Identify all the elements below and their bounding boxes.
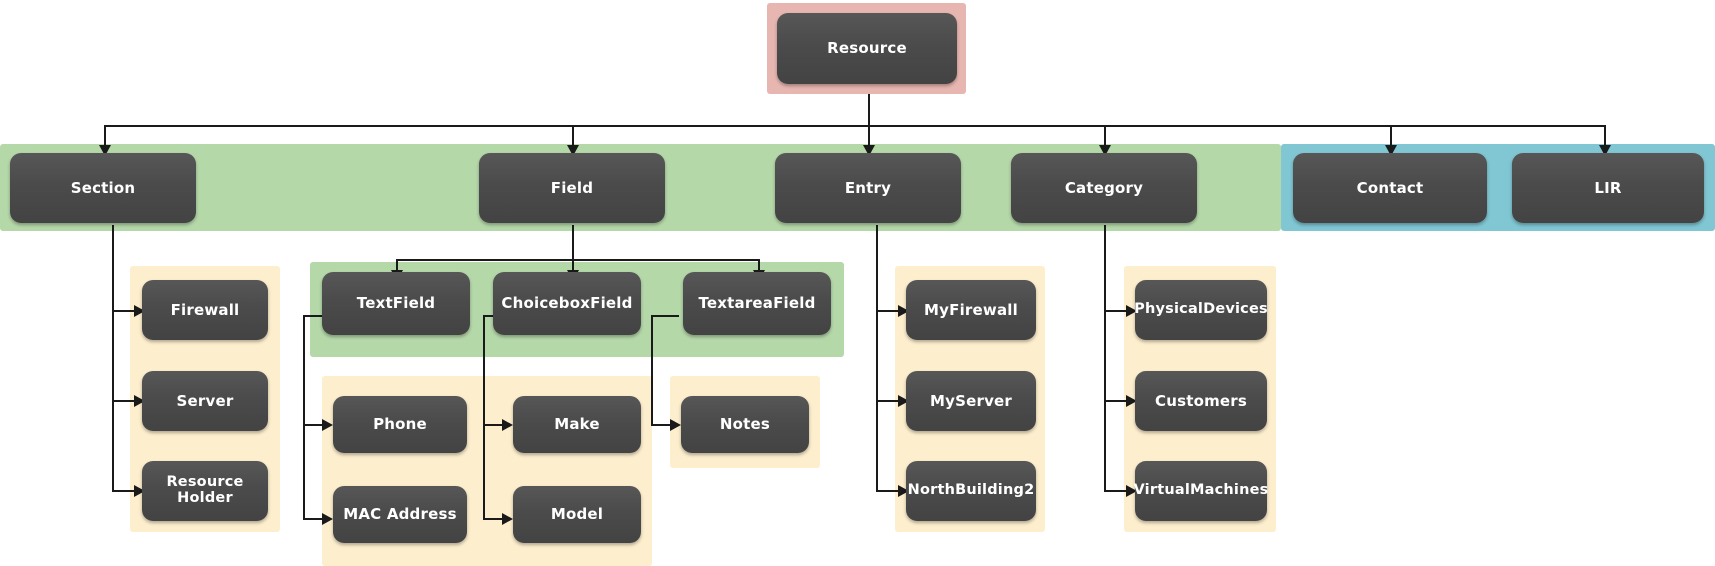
edge-section-to-firewall	[112, 310, 141, 312]
node-model[interactable]: Model	[513, 486, 641, 543]
edge-section-stem	[112, 225, 114, 491]
node-category[interactable]: Category	[1011, 153, 1197, 223]
arrowhead-contact	[1385, 145, 1397, 156]
node-resource[interactable]: Resource	[777, 13, 957, 84]
arrowhead-lir	[1599, 145, 1611, 156]
arrowhead-virtualmachines	[1126, 485, 1137, 497]
edge-field-stem	[572, 225, 574, 261]
edge-category-to-virtualmachines	[1104, 490, 1133, 492]
arrowhead-entry	[863, 145, 875, 156]
arrowhead-customers	[1126, 395, 1137, 407]
node-entry[interactable]: Entry	[775, 153, 961, 223]
node-firewall[interactable]: Firewall	[142, 280, 268, 340]
edge-to-textareafield	[758, 259, 760, 274]
edge-entry-stem	[876, 225, 878, 491]
edge-section-to-resource-holder	[112, 490, 141, 492]
edge-to-textfield	[396, 259, 398, 274]
node-myfirewall[interactable]: MyFirewall	[906, 280, 1036, 340]
arrowhead-firewall	[134, 305, 145, 317]
node-phone[interactable]: Phone	[333, 396, 467, 453]
arrowhead-mac-address	[322, 513, 333, 525]
edge-to-field	[572, 125, 574, 149]
node-contact[interactable]: Contact	[1293, 153, 1487, 223]
arrowhead-field	[567, 145, 579, 156]
node-lir[interactable]: LIR	[1512, 153, 1704, 223]
edge-textfield-top	[303, 315, 331, 317]
arrowhead-section	[99, 145, 111, 156]
node-mac-address[interactable]: MAC Address	[333, 486, 467, 543]
node-server[interactable]: Server	[142, 371, 268, 431]
edge-choicebox-stem	[483, 315, 485, 520]
edge-textarea-stem	[651, 315, 653, 426]
arrowhead-myfirewall	[898, 305, 909, 317]
node-physicaldevices[interactable]: PhysicalDevices	[1134, 280, 1268, 340]
arrowhead-northbuilding2	[898, 485, 909, 497]
edge-resource-stem	[868, 94, 870, 126]
arrowhead-make	[502, 419, 513, 431]
arrowhead-category	[1099, 145, 1111, 156]
edge-section-to-server	[112, 400, 141, 402]
node-make[interactable]: Make	[513, 396, 641, 453]
edge-category-to-customers	[1104, 400, 1133, 402]
edge-entry-to-myserver	[876, 400, 905, 402]
edge-category-stem	[1104, 225, 1106, 491]
node-choiceboxfield[interactable]: ChoiceboxField	[493, 272, 641, 335]
edge-to-contact	[1390, 125, 1392, 149]
node-notes[interactable]: Notes	[681, 396, 809, 453]
edge-textarea-to-notes	[651, 424, 677, 426]
node-textfield[interactable]: TextField	[322, 272, 470, 335]
edge-textarea-top	[651, 315, 679, 317]
node-section[interactable]: Section	[10, 153, 196, 223]
edge-entry-to-northbuilding2	[876, 490, 905, 492]
node-field[interactable]: Field	[479, 153, 665, 223]
arrowhead-physicaldevices	[1126, 305, 1137, 317]
arrowhead-model	[502, 513, 513, 525]
arrowhead-resource-holder	[134, 485, 145, 497]
edge-field-bus	[396, 259, 758, 261]
node-myserver[interactable]: MyServer	[906, 371, 1036, 431]
edge-to-lir	[1604, 125, 1606, 149]
edge-textfield-stem	[303, 315, 305, 520]
edge-to-entry	[868, 125, 870, 149]
arrowhead-phone	[322, 419, 333, 431]
node-resource-holder[interactable]: Resource Holder	[142, 461, 268, 521]
edge-resource-bus	[104, 125, 1604, 127]
edge-to-section	[104, 125, 106, 149]
node-customers[interactable]: Customers	[1135, 371, 1267, 431]
edge-to-category	[1104, 125, 1106, 149]
edge-choicebox-to-model	[483, 518, 509, 520]
edge-textfield-to-phone	[303, 424, 329, 426]
arrowhead-notes	[670, 419, 681, 431]
node-virtualmachines[interactable]: VirtualMachines	[1134, 461, 1268, 521]
edge-entry-to-myfirewall	[876, 310, 905, 312]
arrowhead-myserver	[898, 395, 909, 407]
arrowhead-server	[134, 395, 145, 407]
edge-category-to-physicaldevices	[1104, 310, 1133, 312]
edge-textfield-to-mac	[303, 518, 329, 520]
node-northbuilding2[interactable]: NorthBuilding2	[906, 461, 1036, 521]
edge-to-choiceboxfield	[572, 259, 574, 274]
node-textareafield[interactable]: TextareaField	[683, 272, 831, 335]
edge-choicebox-to-make	[483, 424, 509, 426]
